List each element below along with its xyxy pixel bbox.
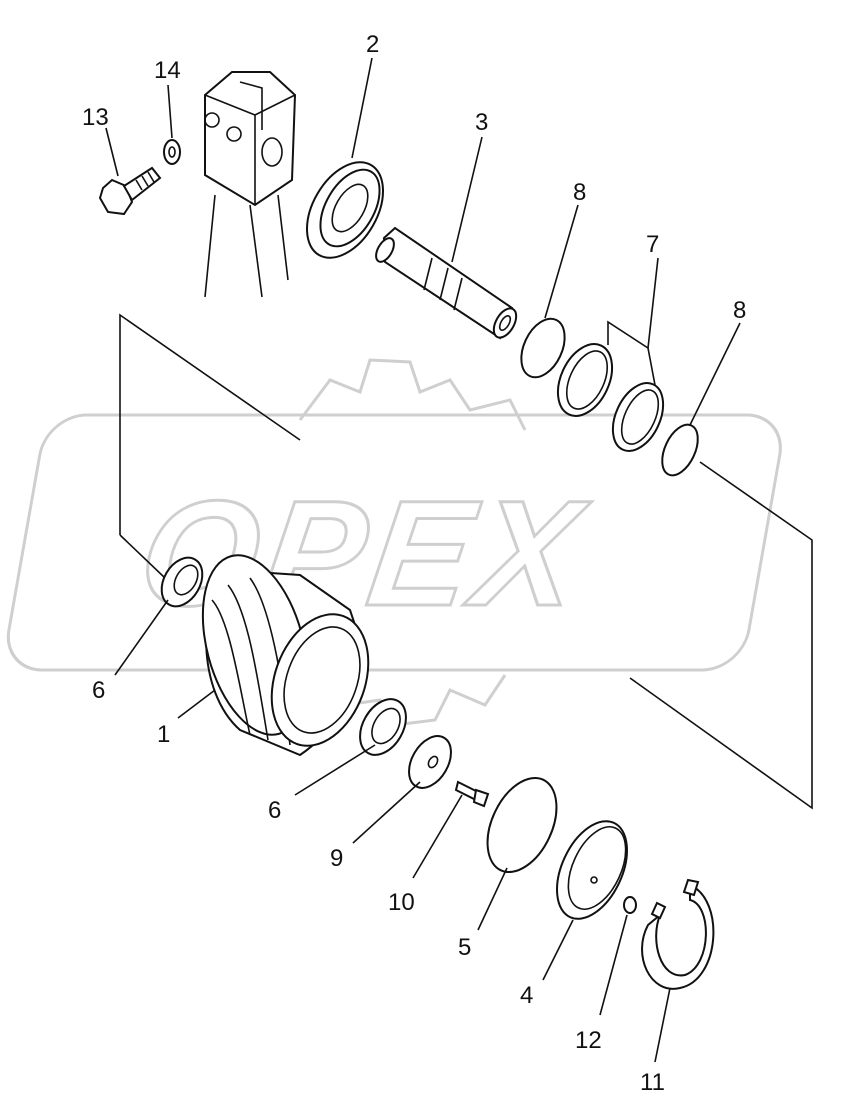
bearing-part-6-upper	[160, 556, 204, 608]
snap-ring-part-11	[641, 878, 715, 990]
watermark-text: OPEX	[130, 470, 597, 637]
seal-part-7	[556, 343, 665, 452]
cover-part-4	[556, 820, 628, 920]
oring-part-5	[486, 776, 558, 874]
callout-13: 13	[82, 104, 109, 131]
washer-part-14	[163, 139, 181, 165]
callout-12: 12	[575, 1027, 602, 1054]
callout-1: 1	[157, 721, 170, 748]
callout-14: 14	[154, 57, 181, 84]
leader-lines	[105, 57, 741, 1063]
callout-3: 3	[475, 109, 488, 136]
callout-4: 4	[520, 982, 533, 1009]
callout-8-upper: 8	[573, 179, 586, 206]
callout-8-lower: 8	[733, 297, 746, 324]
bearing-part-6-lower	[359, 698, 407, 756]
assembly-lines	[119, 313, 813, 810]
callout-9: 9	[330, 845, 343, 872]
bolt-part-13	[98, 166, 162, 216]
oring-part-8-lower	[661, 423, 699, 477]
oring-part-8-upper	[520, 317, 566, 379]
callout-11: 11	[640, 1069, 665, 1096]
callout-6-lower: 6	[268, 797, 281, 824]
callout-2: 2	[366, 31, 379, 58]
housing-part-2	[306, 161, 384, 259]
plug-part-12	[623, 896, 637, 914]
callout-7: 7	[646, 231, 659, 258]
shaft-part-3	[375, 226, 518, 340]
washer-part-9	[408, 735, 452, 789]
callout-6-upper: 6	[92, 677, 105, 704]
bolt-part-10	[454, 780, 490, 808]
callout-5: 5	[458, 934, 471, 961]
callout-labels: 13 14 2 3 8 7 8 6 1 6 9 10 5 4 12 11	[82, 31, 746, 1096]
callout-10: 10	[388, 889, 415, 916]
bracket-block	[204, 71, 297, 298]
roller-part-1	[201, 554, 370, 757]
